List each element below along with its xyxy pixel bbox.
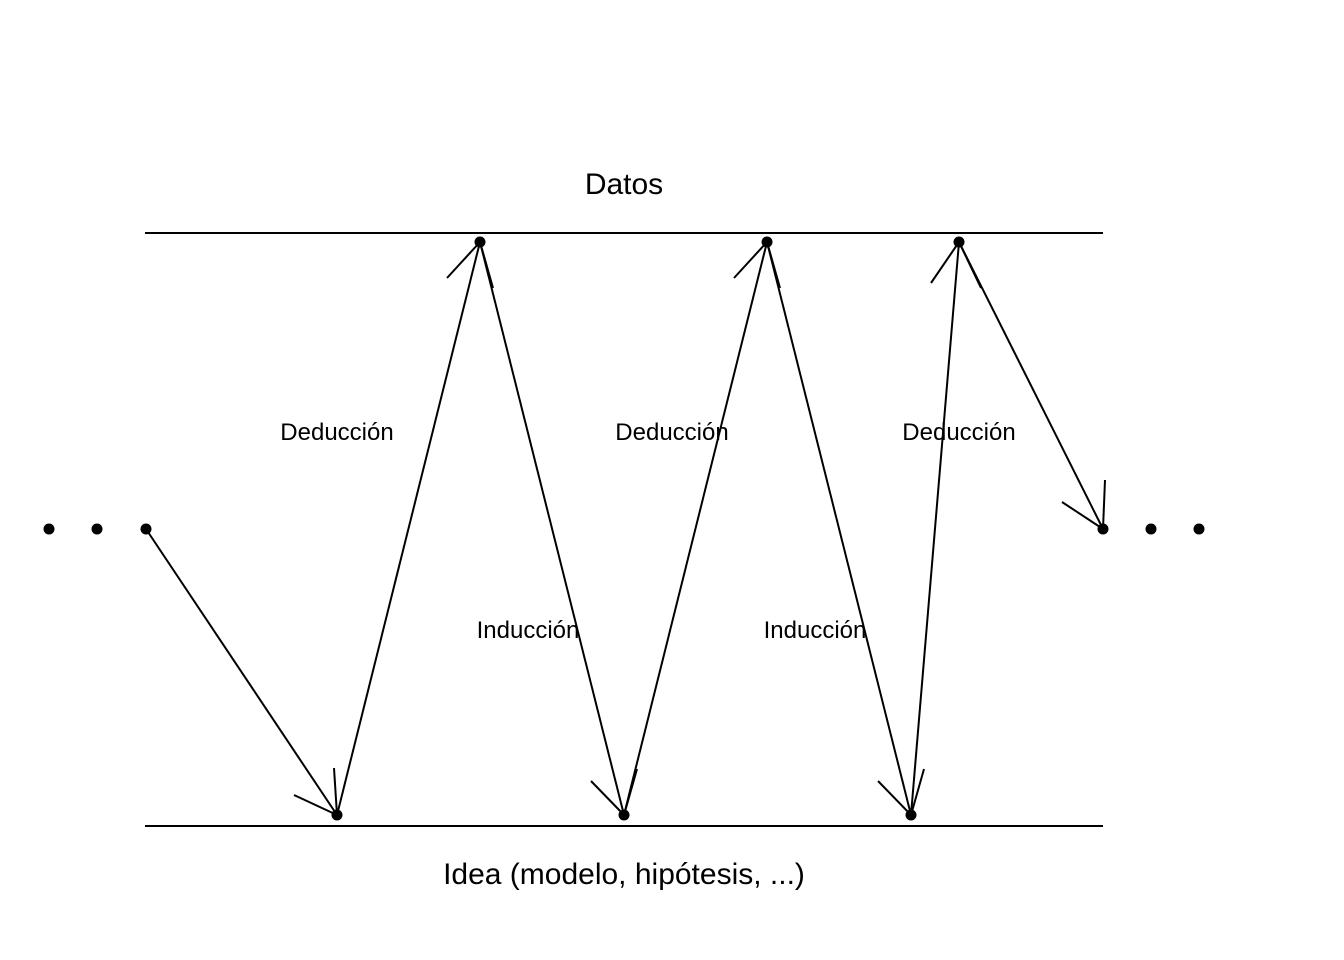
deduction-label-1: Deducción xyxy=(280,419,393,446)
idea-node-2 xyxy=(618,809,630,821)
arrow-deduction-2 xyxy=(623,241,781,816)
deduction-label-3: Deducción xyxy=(902,419,1015,446)
arrow-induction-1 xyxy=(479,241,638,816)
ellipsis-left-dot-1 xyxy=(43,523,55,535)
ellipsis-right-dot-3 xyxy=(1193,523,1205,535)
idea-label: Idea (modelo, hipótesis, ...) xyxy=(443,858,805,891)
ellipsis-right-dot-1 xyxy=(1097,523,1109,535)
induction-label-2: Inducción xyxy=(764,617,867,644)
idea-node-3 xyxy=(905,809,917,821)
zigzag-arrows xyxy=(145,241,1106,816)
deduction-label-2: Deducción xyxy=(615,419,728,446)
arrow-data-3-to-end xyxy=(958,241,1106,530)
nodes xyxy=(331,236,965,821)
data-node-2 xyxy=(761,236,773,248)
ellipsis-right: ... xyxy=(1097,523,1205,535)
arrow-deduction-1 xyxy=(336,241,494,816)
data-node-3 xyxy=(953,236,965,248)
ellipsis-right-dot-2 xyxy=(1145,523,1157,535)
data-node-1 xyxy=(474,236,486,248)
arrow-deduction-3 xyxy=(910,241,982,816)
arrow-induction-2 xyxy=(766,241,925,816)
arrow-start-to-idea-1 xyxy=(145,528,338,816)
induction-label-1: Inducción xyxy=(477,617,580,644)
ellipsis-left-dot-3 xyxy=(140,523,152,535)
data-label: Datos xyxy=(585,168,663,201)
ellipsis-left: ... xyxy=(43,523,152,535)
ellipsis-left-dot-2 xyxy=(91,523,103,535)
idea-node-1 xyxy=(331,809,343,821)
